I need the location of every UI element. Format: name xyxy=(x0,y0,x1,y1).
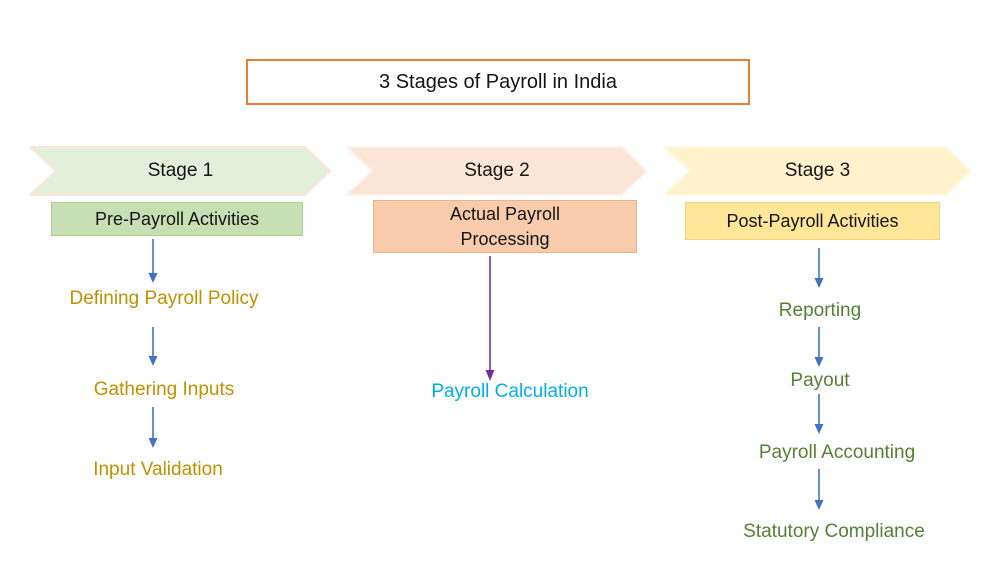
stage3-label: Stage 3 xyxy=(663,146,972,196)
stage3-chevron-shape xyxy=(663,146,972,196)
arrow-down-icon xyxy=(485,256,495,381)
stage2-chevron-banner xyxy=(346,146,648,196)
stage3-header-text: Post-Payroll Activities xyxy=(726,210,899,231)
stage2-header-text: Actual Payroll Processing xyxy=(449,204,561,249)
stage2-chevron-shape xyxy=(346,146,648,196)
arrow-down-icon xyxy=(148,327,158,366)
stage1-label: Stage 1 xyxy=(30,146,331,196)
stage1-chevron-banner xyxy=(30,146,331,196)
diagram-title-text: 3 Stages of Payroll in India xyxy=(379,70,617,93)
stage1-header-box: Pre-Payroll Activities xyxy=(51,202,303,236)
stage2-label-text: Stage 2 xyxy=(464,160,530,181)
stage2-label: Stage 2 xyxy=(346,146,648,196)
stage3-label-text: Stage 3 xyxy=(784,160,851,181)
step-defining-payroll-policy: Defining Payroll Policy xyxy=(69,288,259,309)
stage1-header-text: Pre-Payroll Activities xyxy=(94,208,260,229)
step-statutory-compliance: Statutory Compliance xyxy=(743,521,925,542)
stage3-header-box: Post-Payroll Activities xyxy=(685,202,940,240)
step-payroll-accounting: Payroll Accounting xyxy=(758,442,916,463)
step-gathering-inputs: Gathering Inputs xyxy=(93,379,235,400)
step-payout: Payout xyxy=(790,370,850,391)
stage1-label-text: Stage 1 xyxy=(147,160,214,181)
arrow-down-icon xyxy=(814,327,824,367)
step-payroll-calculation: Payroll Calculation xyxy=(431,381,589,402)
step-input-validation: Input Validation xyxy=(93,459,223,480)
arrow-down-icon xyxy=(814,394,824,434)
stage3-chevron-banner xyxy=(663,146,972,196)
arrow-down-icon xyxy=(148,239,158,283)
arrow-down-icon xyxy=(814,248,824,288)
stage2-header-box: Actual Payroll Processing xyxy=(373,200,637,253)
stage1-chevron-shape xyxy=(30,146,331,196)
diagram-title: 3 Stages of Payroll in India xyxy=(246,59,750,105)
arrow-down-icon xyxy=(814,469,824,510)
step-reporting: Reporting xyxy=(778,300,862,321)
arrow-down-icon xyxy=(148,407,158,448)
